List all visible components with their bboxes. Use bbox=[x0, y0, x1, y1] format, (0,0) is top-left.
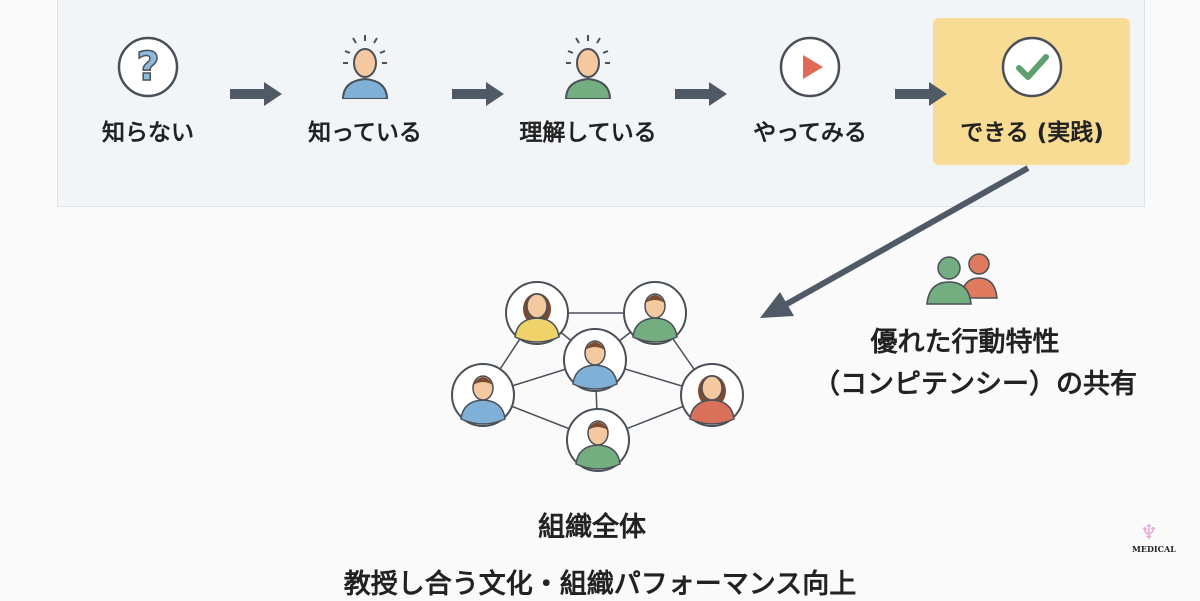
step-unknown: ? 知らない bbox=[48, 35, 248, 147]
person-node bbox=[451, 363, 515, 427]
diagonal-arrow bbox=[760, 165, 1030, 318]
step-label: やってみる bbox=[753, 120, 867, 146]
person-node bbox=[566, 408, 630, 472]
person-node bbox=[623, 281, 687, 345]
competency-line1: 優れた行動特性 bbox=[870, 327, 1060, 358]
people-icon bbox=[926, 253, 998, 305]
step-label: 知らない bbox=[102, 120, 194, 146]
step-label: 理解している bbox=[519, 120, 657, 146]
competency-line2: （コンピテンシー）の共有 bbox=[813, 369, 1137, 400]
arrow-right-icon bbox=[675, 82, 727, 106]
arrow-right-icon bbox=[452, 82, 504, 106]
step-can-do: できる (実践) bbox=[932, 35, 1132, 147]
step-label: できる (実践) bbox=[960, 120, 1104, 146]
step-try: やってみる bbox=[710, 35, 910, 147]
person-node bbox=[680, 363, 744, 427]
play-icon bbox=[779, 36, 841, 98]
step-label: 知っている bbox=[308, 120, 422, 146]
arrow-right-icon bbox=[230, 82, 282, 106]
organization-label: 組織全体 bbox=[538, 512, 646, 543]
arrow-right-icon bbox=[895, 82, 947, 106]
question-icon: ? bbox=[117, 36, 179, 98]
check-icon bbox=[1001, 36, 1063, 98]
step-know: 知っている bbox=[265, 35, 465, 147]
svg-text:?: ? bbox=[136, 44, 159, 90]
person-idea-icon bbox=[564, 35, 612, 99]
logo: ♆MEDICAL bbox=[1132, 520, 1176, 554]
person-node bbox=[505, 281, 569, 345]
person-idea-icon bbox=[341, 35, 389, 99]
step-understand: 理解している bbox=[488, 35, 688, 147]
organization-result: 教授し合う文化・組織パフォーマンス向上 bbox=[343, 569, 857, 600]
person-node bbox=[563, 328, 627, 392]
